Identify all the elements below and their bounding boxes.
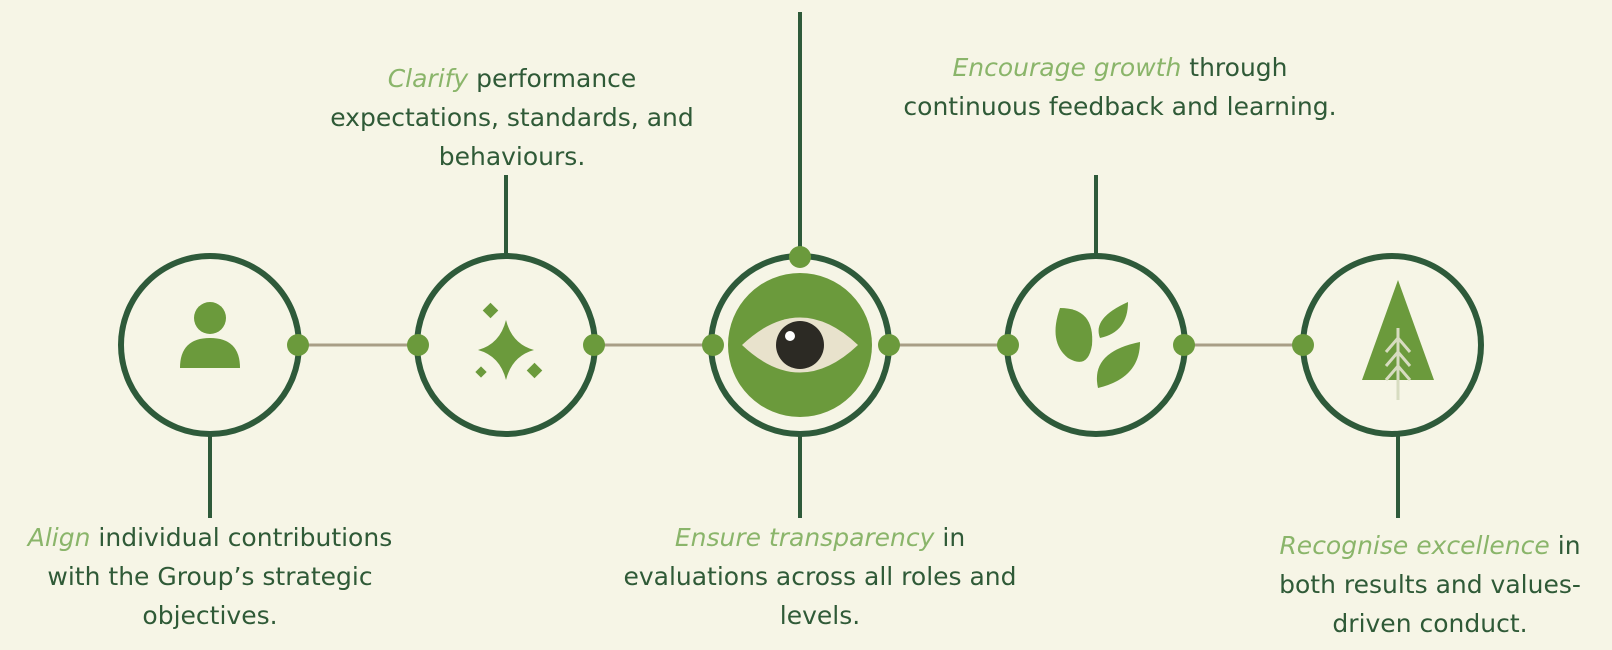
caption-align-emphasis: Align bbox=[27, 523, 91, 552]
caption-excellence: Recognise excellence in both results and… bbox=[1250, 526, 1610, 643]
caption-excellence-text: in both results and values-driven conduc… bbox=[1279, 531, 1581, 638]
caption-growth-emphasis: Encourage growth bbox=[952, 53, 1182, 82]
caption-transparency: Ensure transparency in evaluations acros… bbox=[605, 518, 1035, 635]
caption-align: Align individual contributions with the … bbox=[0, 518, 420, 635]
caption-clarify-emphasis: Clarify bbox=[387, 64, 469, 93]
caption-growth: Encourage growth through continuous feed… bbox=[900, 48, 1340, 126]
dot bbox=[287, 334, 309, 356]
caption-excellence-emphasis: Recognise excellence bbox=[1279, 531, 1550, 560]
dot bbox=[407, 334, 429, 356]
caption-transparency-text: in evaluations across all roles and leve… bbox=[623, 523, 1017, 630]
caption-transparency-emphasis: Ensure transparency bbox=[674, 523, 935, 552]
person-icon bbox=[180, 302, 240, 368]
caption-clarify-text: performance expectations, standards, and… bbox=[330, 64, 694, 171]
caption-align-text: individual contributions with the Group’… bbox=[47, 523, 393, 630]
eye-icon bbox=[728, 273, 872, 417]
leaves-icon bbox=[1055, 302, 1140, 388]
dot bbox=[789, 246, 811, 268]
dot bbox=[997, 334, 1019, 356]
tree-icon bbox=[1362, 280, 1434, 400]
dot bbox=[878, 334, 900, 356]
dot bbox=[1292, 334, 1314, 356]
step-ring-4 bbox=[1004, 253, 1188, 437]
connector-dots bbox=[287, 246, 1314, 356]
caption-growth-text: through continuous feedback and learning… bbox=[903, 53, 1337, 121]
caption-clarify: Clarify performance expectations, standa… bbox=[320, 59, 704, 176]
dot bbox=[702, 334, 724, 356]
dot bbox=[1173, 334, 1195, 356]
dot bbox=[583, 334, 605, 356]
